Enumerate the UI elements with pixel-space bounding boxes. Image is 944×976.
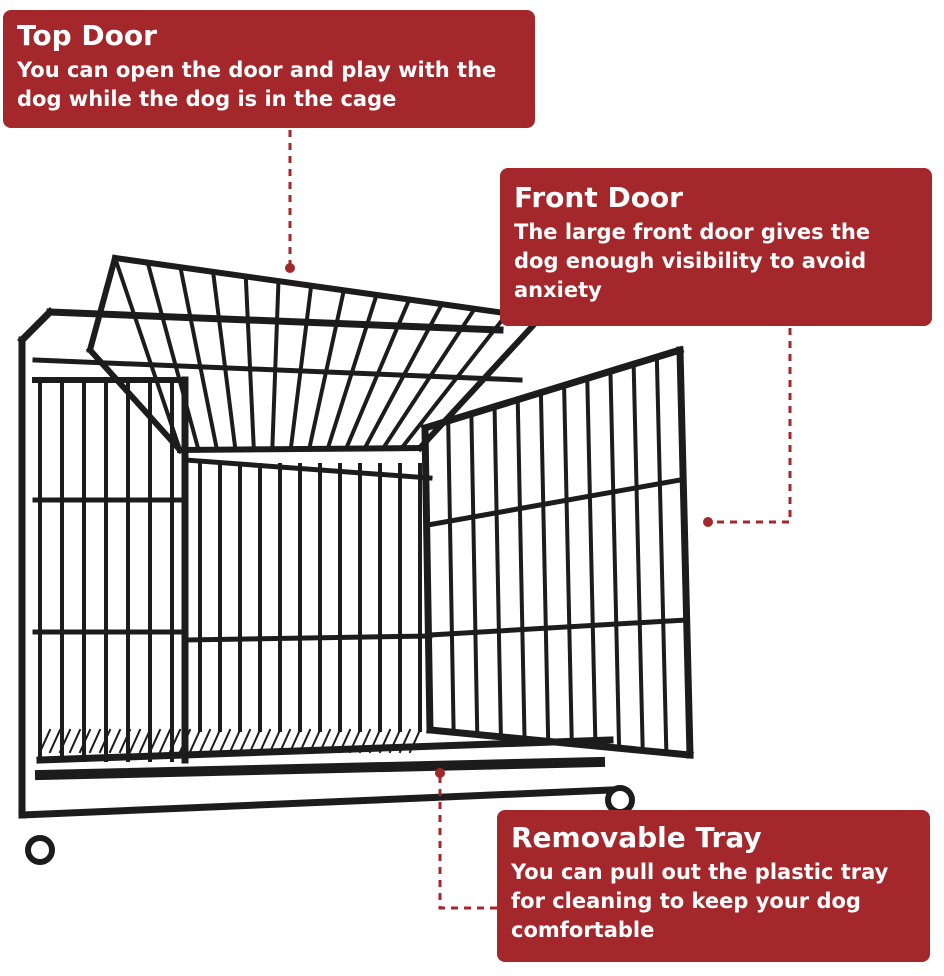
top-door-bar: [145, 260, 201, 453]
top-door-title: Top Door: [17, 19, 157, 52]
front-door-bar: [654, 355, 669, 755]
floor-grate: [288, 728, 302, 754]
floor-grate: [118, 728, 132, 754]
cage-frame: [18, 786, 614, 819]
floor-grate: [348, 728, 362, 754]
front-door-rail: [427, 617, 689, 638]
floor-grate: [148, 728, 162, 754]
floor-grate: [198, 728, 212, 754]
floor-grate: [178, 728, 192, 754]
top-door-frame: [86, 254, 119, 354]
floor-grate: [58, 728, 72, 754]
floor-grate: [188, 728, 202, 754]
floor-grate: [408, 728, 422, 754]
floor-grate: [258, 728, 272, 754]
top-door-bar: [288, 283, 314, 452]
front-door-frame: [421, 424, 434, 734]
tray-title: Removable Tray: [511, 821, 762, 854]
tray-marker: [435, 768, 445, 778]
cage-rail: [32, 357, 523, 383]
top-door-text: You can open the door and play with the …: [17, 58, 497, 111]
front-door-marker: [703, 517, 713, 527]
floor-grate: [378, 728, 392, 754]
front-door-bar: [515, 397, 527, 742]
front-door-bar: [538, 390, 551, 744]
floor-grate: [268, 728, 282, 754]
top-door-bar: [417, 315, 543, 451]
floor-grate: [238, 728, 252, 754]
top-door-callout: Top Door You can open the door and play …: [3, 10, 535, 128]
front-door-callout: Front Door The large front door gives th…: [500, 168, 932, 326]
front-door-bar: [562, 383, 574, 746]
cage-frame: [36, 736, 614, 764]
floor-grate: [358, 728, 372, 754]
cage-rail: [182, 457, 433, 481]
top-door-frame: [111, 254, 544, 322]
top-door-bar: [210, 269, 238, 452]
top-door-bar: [178, 264, 220, 453]
front-door-frame: [676, 346, 694, 759]
front-door-title: Front Door: [514, 181, 683, 214]
floor-grate: [128, 728, 142, 754]
floor-grate: [248, 728, 262, 754]
floor-grate: [278, 728, 292, 754]
front-door-bar: [608, 369, 622, 751]
floor-grate: [308, 728, 322, 754]
floor-grate: [78, 728, 92, 754]
front-door-bar: [585, 376, 598, 748]
front-door-rail: [425, 477, 683, 528]
front-door-frame: [426, 726, 694, 759]
top-door-marker: [285, 263, 295, 273]
top-door-bar: [243, 274, 256, 452]
floor-grate: [388, 728, 402, 754]
front-door-bar: [492, 404, 503, 739]
floor-grate: [398, 728, 412, 754]
top-door-bar: [270, 279, 281, 452]
floor-grate: [208, 728, 222, 754]
tray-leader-line: [438, 776, 497, 910]
floor-grate: [98, 728, 112, 754]
floor-grate: [338, 728, 352, 754]
cage-frame: [17, 307, 55, 345]
floor-grate: [48, 728, 62, 754]
floor-grate: [328, 728, 342, 754]
floor-grate: [38, 728, 52, 754]
front-door-bar: [469, 411, 480, 737]
floor-grate: [68, 728, 82, 754]
top-door-frame: [176, 444, 424, 454]
floor-grate: [88, 728, 102, 754]
caster-wheel: [25, 835, 55, 865]
front-door-text: The large front door gives the dog enoug…: [514, 220, 871, 302]
front-door-leader-line: [712, 328, 792, 524]
floor-grate: [318, 728, 332, 754]
front-door-bar: [446, 418, 456, 735]
floor-grate: [108, 728, 122, 754]
removable-tray-callout: Removable Tray You can pull out the plas…: [497, 810, 930, 962]
floor-grate: [368, 728, 382, 754]
top-door-bar: [398, 310, 511, 451]
top-door-bar: [112, 255, 183, 453]
floor-grate: [168, 728, 182, 754]
floor-grate: [158, 728, 172, 754]
top-door-frame: [85, 345, 185, 455]
cage-rail: [182, 633, 433, 643]
front-door-frame: [420, 345, 685, 433]
floor-grate: [228, 728, 242, 754]
caster-wheel: [605, 785, 635, 815]
floor-grate: [138, 728, 152, 754]
floor-grate: [218, 728, 232, 754]
floor-grate: [298, 728, 312, 754]
tray-text: You can pull out the plastic tray for cl…: [511, 860, 889, 942]
removable-tray: [34, 756, 606, 781]
front-door-bar: [631, 362, 645, 753]
